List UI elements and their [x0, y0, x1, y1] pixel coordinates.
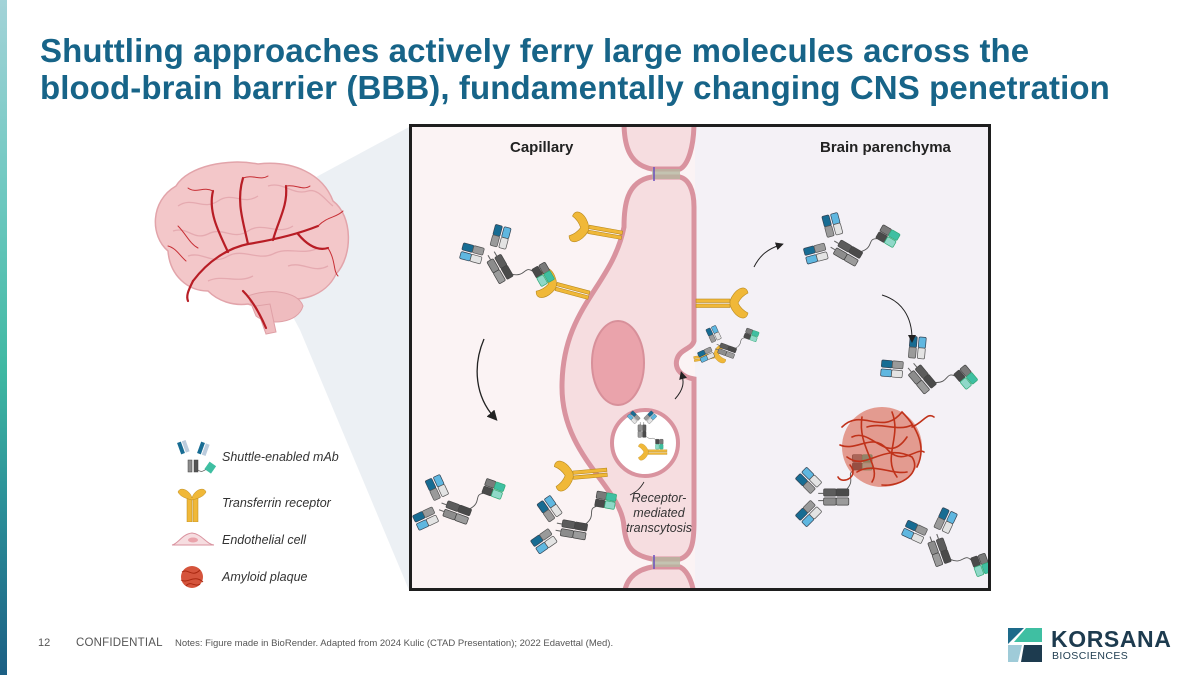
bbb-figure-panel: Capillary Brain parenchyma Receptor- med… [409, 124, 991, 591]
tight-junction-icon [652, 167, 680, 569]
transcytosis-vesicle [610, 408, 680, 478]
korsana-logo: KORSANA BIOSCIENCES [1008, 626, 1178, 664]
slide-title: Shuttling approaches actively ferry larg… [40, 32, 1190, 106]
transferrin-receptor-icon [177, 488, 207, 522]
title-line-1: Shuttling approaches actively ferry larg… [40, 32, 1030, 69]
source-notes: Notes: Figure made in BioRender. Adapted… [175, 638, 614, 649]
brain-parenchyma-region [695, 127, 988, 588]
title-line-2: blood-brain barrier (BBB), fundamentally… [40, 69, 1110, 106]
legend-label: Transferrin receptor [222, 496, 331, 510]
transcytosis-label: Receptor- mediated transcytosis [626, 491, 692, 535]
confidential-label: CONFIDENTIAL [76, 637, 163, 649]
brain-icon [154, 161, 350, 335]
amyloid-plaque-icon [180, 566, 204, 588]
brain-parenchyma-label: Brain parenchyma [820, 139, 951, 156]
legend-item-amyloid-plaque: Amyloid plaque [170, 562, 390, 592]
legend-label: Endothelial cell [222, 533, 307, 547]
logo-name: KORSANA [1051, 626, 1172, 652]
legend-item-shuttle-mab: Shuttle-enabled mAb [170, 440, 390, 474]
legend-item-transferrin-receptor: Transferrin receptor [170, 486, 390, 522]
shuttle-antibody-icon [177, 440, 216, 474]
logo-subtitle: BIOSCIENCES [1052, 650, 1129, 662]
bbb-illustration [412, 127, 988, 588]
accent-stripe [0, 0, 7, 675]
legend-label: Shuttle-enabled mAb [222, 450, 339, 464]
legend-label: Amyloid plaque [222, 570, 308, 584]
korsana-logo-mark-icon [1008, 628, 1042, 662]
legend-item-endothelial-cell: Endothelial cell [170, 528, 390, 558]
amyloid-plaque-icon [837, 407, 935, 487]
page-number: 12 [38, 637, 51, 649]
endothelial-cell-icon [171, 532, 215, 546]
capillary-label: Capillary [510, 139, 574, 156]
